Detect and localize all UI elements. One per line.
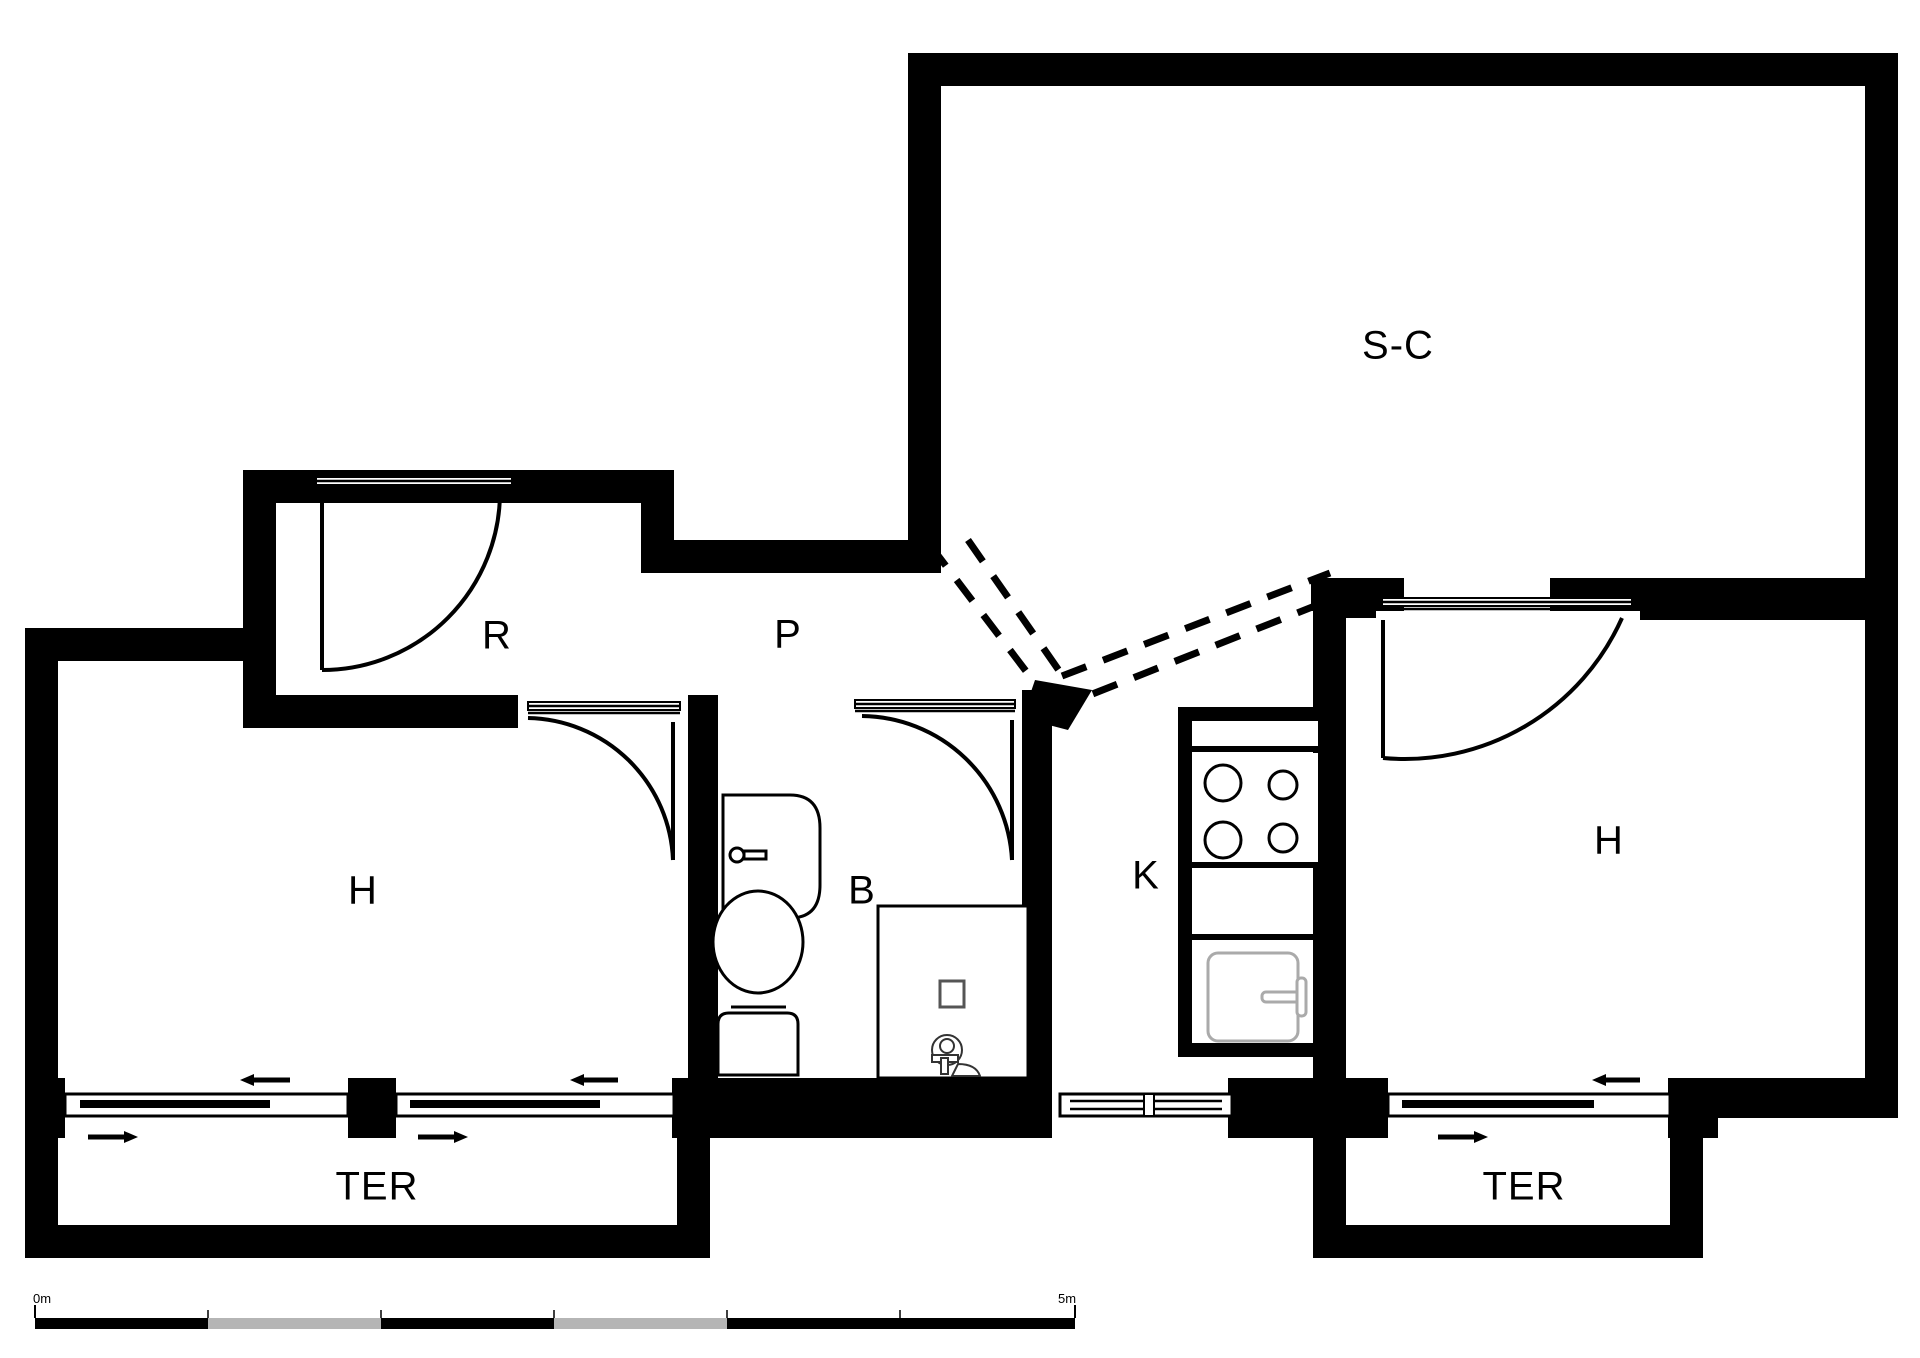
slider-arrow-in-left-1 <box>240 1074 290 1086</box>
toilet-cistern <box>716 1011 800 1077</box>
slider-panel-right[interactable] <box>1402 1100 1594 1108</box>
scale-seg-2 <box>208 1318 381 1329</box>
doors-group[interactable] <box>315 476 1633 861</box>
window-kitchen-south <box>1058 1092 1234 1118</box>
wall-bath-left <box>688 695 718 1083</box>
wall-r-top <box>243 470 673 503</box>
room-label-p: P <box>774 613 802 657</box>
bathroom-sink <box>721 793 822 920</box>
shower-tray <box>876 904 1030 1080</box>
scale-seg-4 <box>554 1318 727 1329</box>
slider-panel-left-2[interactable] <box>410 1100 600 1108</box>
room-label-sc: S-C <box>1362 324 1434 368</box>
room-label-ter-left: TER <box>336 1165 419 1209</box>
slider-arrow-out-left-1 <box>88 1131 138 1143</box>
scale-seg-3 <box>381 1318 554 1329</box>
wall-r-left <box>243 470 276 700</box>
sliding-door-terrace-left[interactable] <box>63 1074 350 1143</box>
door-bathroom[interactable] <box>854 699 1016 861</box>
sliding-doors-group[interactable] <box>63 1074 1672 1143</box>
wall-h-right-top-stub <box>1313 578 1376 618</box>
room-label-h-right: H <box>1594 819 1624 863</box>
wall-h-right-exterior <box>1865 595 1898 1085</box>
scale-seg-1 <box>35 1318 208 1329</box>
scale-label-start: 0m <box>33 1291 51 1306</box>
sliding-door-terrace-left-2[interactable] <box>394 1074 676 1143</box>
toilet-bowl <box>711 889 805 995</box>
wall-south-left-pier <box>25 1078 65 1138</box>
wall-sc-left <box>908 53 941 553</box>
burner-2 <box>1267 769 1299 801</box>
door-room-h-right[interactable] <box>1381 597 1633 761</box>
wall-sc-right <box>1865 53 1898 605</box>
wall-south-bath <box>672 1078 1052 1138</box>
burner-4 <box>1267 822 1299 854</box>
wall-ter-right-south <box>1313 1225 1703 1258</box>
wall-h-left-top <box>25 628 265 661</box>
slider-arrow-in-right <box>1592 1074 1640 1086</box>
dash-line-left-inner <box>965 537 1063 675</box>
wall-h-right-bottom <box>1668 1078 1898 1118</box>
wall-south-kitchen-pier <box>1228 1078 1388 1138</box>
sink-faucet-icon <box>728 846 768 864</box>
wall-kitchen-right <box>1313 578 1346 1098</box>
dashed-slope-lines <box>927 537 1332 714</box>
room-label-b: B <box>848 869 876 913</box>
wall-r-bottom <box>243 695 518 728</box>
door-arc-bath <box>861 714 1014 861</box>
dash-line-right-inner <box>1060 569 1332 680</box>
wall-kitchen-counter-left <box>1178 707 1192 1057</box>
wall-corridor-top <box>641 540 941 573</box>
door-arc-h-right <box>1382 617 1624 761</box>
scale-seg-6 <box>900 1318 1075 1329</box>
room-label-r: R <box>482 614 512 658</box>
shower-mixer-icon <box>931 1034 982 1077</box>
slider-arrow-in-left-2 <box>570 1074 618 1086</box>
slider-panel-left-1[interactable] <box>80 1100 270 1108</box>
window-mullion-kitchen <box>1143 1093 1155 1117</box>
wall-south-mullion <box>348 1078 396 1138</box>
slider-arrow-out-left-2 <box>418 1131 468 1143</box>
slider-arrow-out-right <box>1438 1131 1488 1143</box>
kitchen-stove <box>1192 753 1318 868</box>
room-labels: S-C R P H B K H TER TER <box>336 324 1624 1209</box>
scale-seg-5 <box>727 1318 900 1329</box>
wall-kitchen-counter-top <box>1178 707 1318 721</box>
dash-line-right-outer <box>1050 596 1332 714</box>
kitchen-upper-strip <box>1192 721 1318 749</box>
kitchen-sink-faucet-icon <box>1260 976 1308 1018</box>
shower-drain-icon <box>938 979 966 1009</box>
bathroom-fixtures <box>711 793 1030 1080</box>
kitchen-sink <box>1206 951 1308 1043</box>
room-label-ter-right: TER <box>1483 1165 1566 1209</box>
room-label-h-left: H <box>348 869 378 913</box>
wall-kitchen-counter-bottom <box>1178 1043 1318 1057</box>
burner-3 <box>1203 820 1243 860</box>
wall-h-right-top <box>1640 590 1898 620</box>
door-room-r[interactable] <box>315 476 513 672</box>
door-hall-left[interactable] <box>527 701 681 861</box>
burner-1 <box>1203 763 1243 803</box>
room-label-k: K <box>1132 854 1160 898</box>
scale-label-end: 5m <box>1058 1291 1076 1306</box>
dash-line-left-outer <box>927 542 1051 703</box>
sliding-door-terrace-right[interactable] <box>1386 1074 1672 1143</box>
toilet <box>711 889 805 1077</box>
wall-ter-left-east <box>677 1110 710 1258</box>
wall-sc-top <box>908 53 1898 86</box>
door-arc-r <box>321 491 502 672</box>
door-arc-hall-left <box>527 716 675 861</box>
scale-bar: 0m 5m <box>33 1291 1076 1329</box>
wall-h-left-exterior <box>25 628 58 1083</box>
wall-ter-left-south <box>25 1225 710 1258</box>
wall-ter-right-east <box>1670 1110 1703 1258</box>
kitchen-fixtures <box>1192 721 1318 1043</box>
